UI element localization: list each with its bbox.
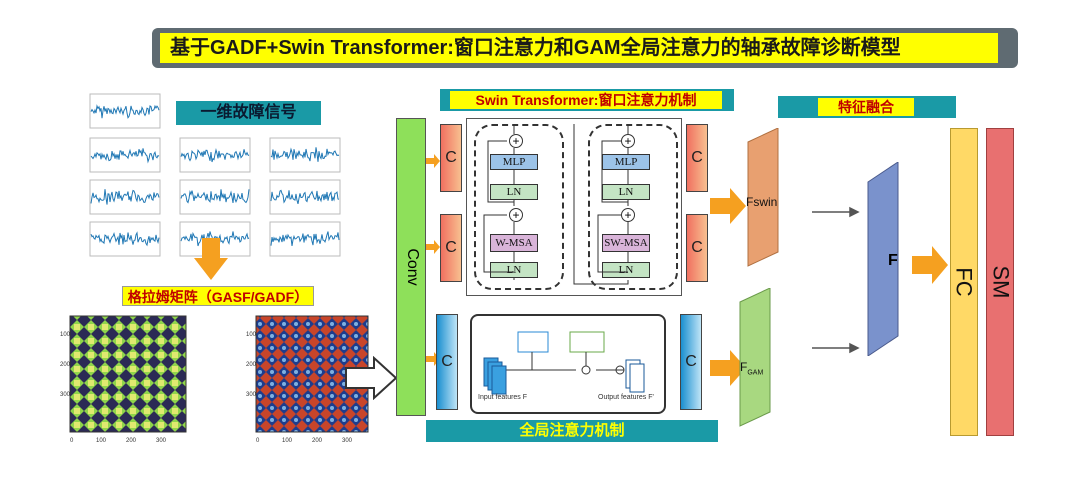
svg-text:0: 0 [70,438,74,444]
conv-block: Conv [396,118,426,416]
svg-text:200: 200 [126,438,137,444]
swin-label: Swin Transformer:窗口注意力机制 [450,91,722,109]
gam-diagram [483,331,645,395]
fc-block: FC [950,128,978,436]
signal-trace [180,148,250,163]
svg-text:100: 100 [96,438,107,444]
signal-label: 一维故障信号 [176,101,321,125]
svg-text:100: 100 [60,332,71,338]
add-icon: + [621,134,635,148]
fc-label: FC [952,267,978,297]
add-icon: + [509,208,523,222]
fswin-label: Fswin [746,195,778,209]
swin-connectors [483,124,629,285]
svg-text:200: 200 [312,438,323,444]
fusion-label: 特征融合 [818,98,914,116]
c-block-gam-out: C [680,314,702,410]
signal-trace [180,189,250,204]
swin-block-right [588,124,678,290]
signal-trace [270,147,340,162]
conv-label: Conv [404,248,421,286]
svg-text:100: 100 [282,438,293,444]
down-arrow-icon [194,238,228,280]
swmsa-block: SW-MSA [602,234,650,252]
gadf-label: 格拉姆矩阵（GASF/GADF） [122,286,314,306]
signal-trace [180,231,250,247]
c-block-3: C [686,124,708,192]
signal-trace [90,104,160,119]
gasf-image: 100 200 300 0 100 200 300 [60,315,187,444]
sm-label: SM [988,265,1013,299]
gam-label: 全局注意力机制 [426,420,718,442]
wmsa-block: W-MSA [490,234,538,252]
right-hollow-arrow-icon [345,356,398,400]
add-icon: + [621,208,635,222]
fgam-label: FGAM [740,360,764,377]
feature-arrows [710,188,746,386]
swin-block-frame [466,118,682,296]
c-block-gam-in: C [436,314,458,410]
ln-block-2: LN [490,262,538,278]
fusion-arrows [812,206,860,354]
svg-text:300: 300 [246,392,257,398]
svg-text:0: 0 [256,438,260,444]
swin-block-left [474,124,564,290]
fgam-block [739,288,771,427]
add-icon: + [509,134,523,148]
sm-block: SM [986,128,1014,436]
ln-block-4: LN [602,262,650,278]
c-block-2: C [440,214,462,282]
c-block-1: C [440,124,462,192]
svg-text:300: 300 [342,438,353,444]
c-block-4: C [686,214,708,282]
page-title: 基于GADF+Swin Transformer:窗口注意力和GAM全局注意力的轴… [160,33,998,63]
svg-text:300: 300 [156,438,167,444]
svg-text:300: 300 [60,392,71,398]
gam-output-label: Output features F' [598,394,654,401]
fswin-block [747,128,779,267]
svg-text:100: 100 [246,332,257,338]
signal-trace [90,148,160,164]
signal-plots [89,93,341,257]
svg-text:200: 200 [246,362,257,368]
mlp-block-1: MLP [490,154,538,170]
ln-block-1: LN [490,184,538,200]
signal-trace [270,189,340,205]
signal-trace [90,231,160,247]
svg-text:200: 200 [60,362,71,368]
signal-trace [270,231,340,246]
f-label: F [888,252,898,269]
ln-block-3: LN [602,184,650,200]
f-block [867,162,899,356]
f-to-fc-arrow [912,246,948,284]
gam-input-label: Input features F [478,394,528,401]
signal-trace [90,189,160,205]
